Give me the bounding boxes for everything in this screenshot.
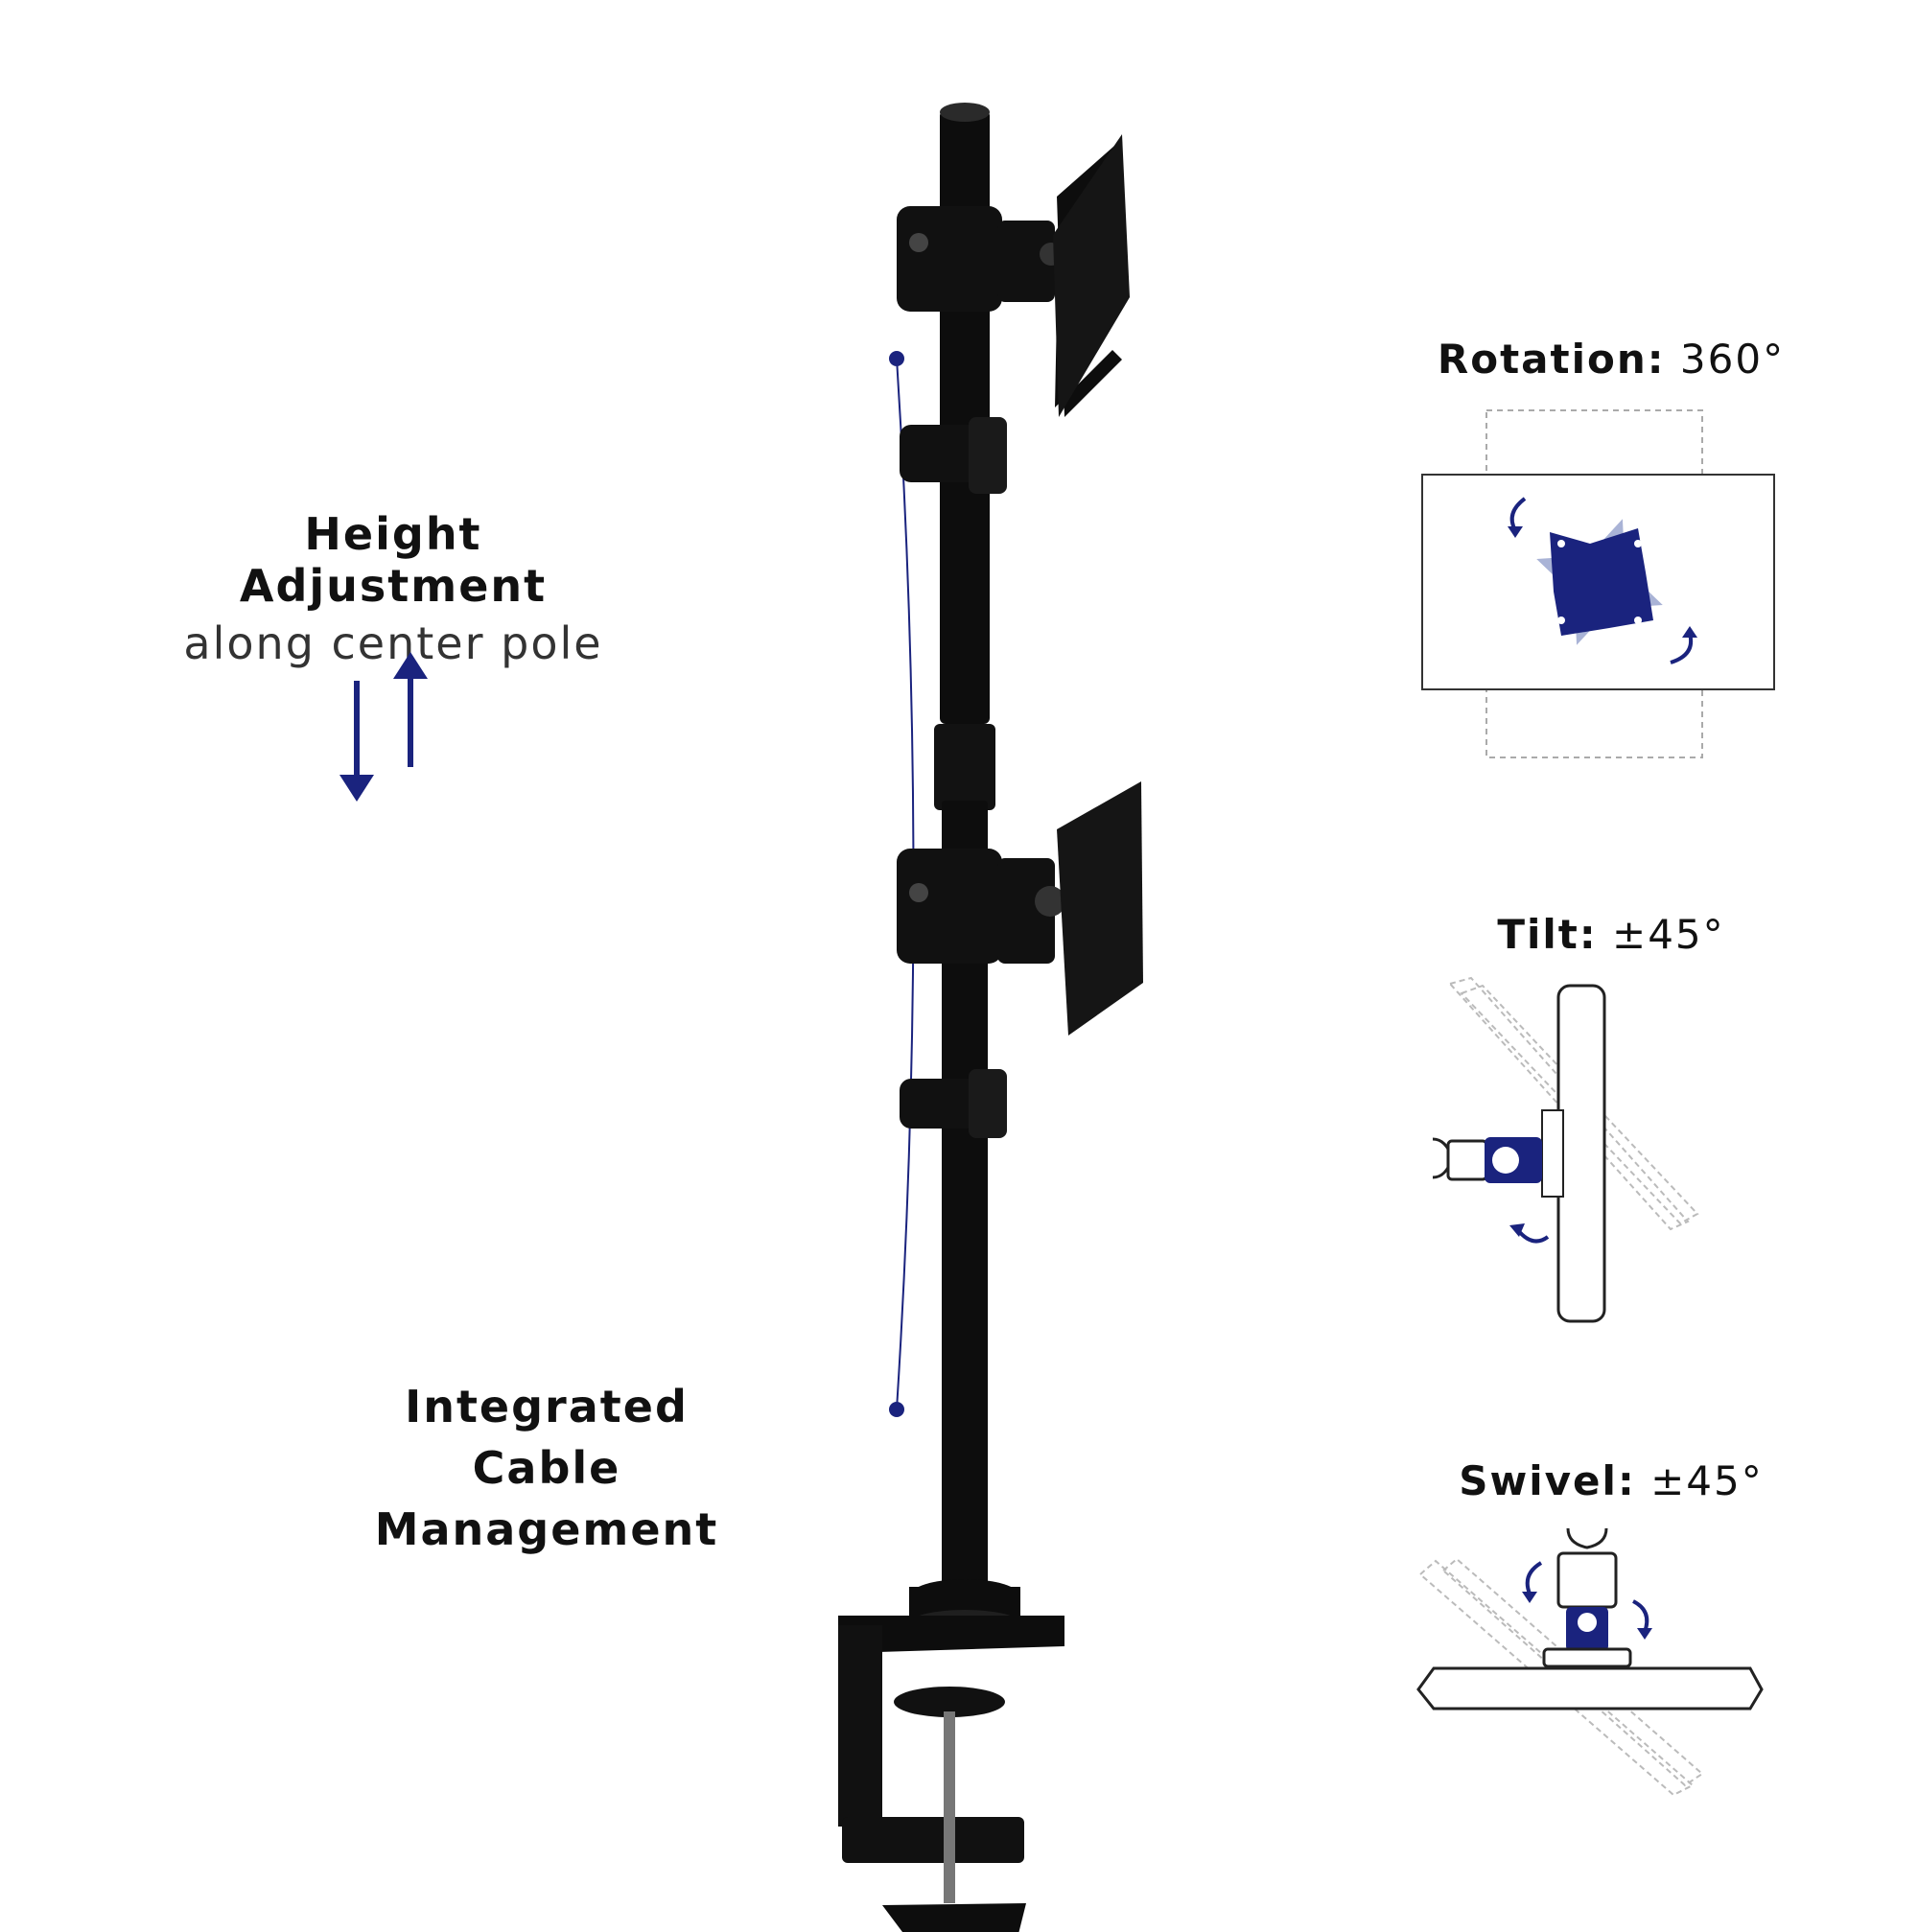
- bottom-monitor-bracket: [897, 781, 1143, 1036]
- rotation-label: Rotation:: [1437, 336, 1666, 383]
- swivel-arrow-right-icon: [1632, 1599, 1649, 1633]
- tilt-value: ±45°: [1612, 911, 1725, 958]
- rotation-value: 360°: [1679, 336, 1786, 383]
- swivel-label: Swivel:: [1459, 1457, 1636, 1504]
- swivel-value: ±45°: [1650, 1457, 1764, 1504]
- cable-management-label: Integrated Cable Management: [307, 1376, 786, 1560]
- vesa-plate-icon: [1536, 519, 1663, 645]
- tilt-monitor: [1556, 984, 1606, 1323]
- height-adjustment-label: Height Adjustment along center pole: [144, 508, 643, 669]
- tilt-label: Tilt:: [1497, 911, 1598, 958]
- pole-joint: [934, 724, 995, 810]
- rotation-title: Rotation: 360°: [1419, 336, 1803, 383]
- cable-management-line1: Integrated: [405, 1381, 689, 1432]
- monitor-mount-image: [838, 103, 1143, 1932]
- tilt-diagram: [1432, 976, 1699, 1323]
- swivel-arrow-left-icon: [1525, 1561, 1543, 1594]
- tilt-pivot-icon: [1492, 1147, 1519, 1174]
- rotation-diagram: [1421, 409, 1775, 758]
- tilt-title: Tilt: ±45°: [1419, 911, 1803, 958]
- desk-clamp: [838, 1616, 1064, 1932]
- cable-management-line2: Cable Management: [374, 1442, 719, 1555]
- cable-top-dot: [889, 351, 904, 366]
- height-adjustment-title: Height Adjustment: [239, 508, 548, 612]
- cable-bottom-dot: [889, 1402, 904, 1417]
- height-adjustment-subtitle: along center pole: [183, 617, 603, 669]
- center-pole-lower: [942, 801, 988, 1596]
- tilt-arrow-icon: [1515, 1227, 1550, 1244]
- up-down-arrows-icon: [339, 652, 428, 802]
- swivel-pivot-icon: [1578, 1613, 1597, 1632]
- swivel-monitor: [1416, 1666, 1764, 1711]
- swivel-diagram: [1416, 1527, 1764, 1797]
- top-monitor-bracket: [897, 134, 1130, 417]
- swivel-title: Swivel: ±45°: [1419, 1457, 1803, 1504]
